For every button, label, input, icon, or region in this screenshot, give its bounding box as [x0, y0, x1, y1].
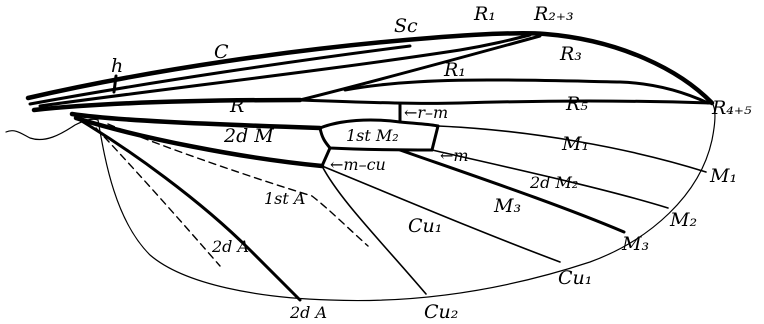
label-subcosta: Sc — [394, 15, 418, 37]
label-m1-cell: M₁ — [561, 133, 589, 155]
label-humeral: h — [111, 55, 123, 77]
label-r3: R₃ — [559, 43, 582, 65]
label-second-m: 2d M — [223, 125, 274, 147]
r4-5-vein — [300, 100, 710, 103]
label-m: ←m — [440, 146, 469, 165]
m-crossvein — [432, 126, 438, 150]
m-cu-crossvein — [322, 148, 330, 166]
label-r4-5: R₄₊₅ — [711, 97, 752, 119]
label-second-a-edge: 2d A — [289, 303, 327, 322]
label-r5: R₅ — [565, 93, 588, 115]
label-m3-edge: M₃ — [621, 233, 649, 255]
label-r2-3: R₂₊₃ — [533, 3, 574, 25]
label-cu1-cell: Cu₁ — [408, 215, 442, 237]
label-r-m: ←r–m — [404, 103, 448, 122]
cu1-vein — [322, 166, 560, 262]
r3-vein — [345, 80, 708, 103]
label-first-a: 1st A — [264, 189, 305, 208]
humeral-crossvein — [114, 76, 116, 92]
label-r1-cell: R₁ — [443, 59, 466, 81]
label-second-a-cell: 2d A — [211, 237, 249, 256]
label-first-m2: 1st M₂ — [346, 126, 399, 145]
label-r1-top: R₁ — [473, 3, 496, 25]
label-costa: C — [214, 41, 229, 63]
label-r: R — [229, 95, 244, 117]
label-cu2-edge: Cu₂ — [424, 301, 458, 323]
label-second-m2: 2d M₂ — [529, 173, 578, 192]
label-m1-edge: M₁ — [709, 165, 737, 187]
label-m2-edge: M₂ — [669, 209, 697, 231]
label-m-cu: ←m–cu — [330, 155, 386, 174]
label-m3-cell: M₃ — [493, 195, 521, 217]
label-cu1-edge: Cu₁ — [558, 267, 592, 289]
